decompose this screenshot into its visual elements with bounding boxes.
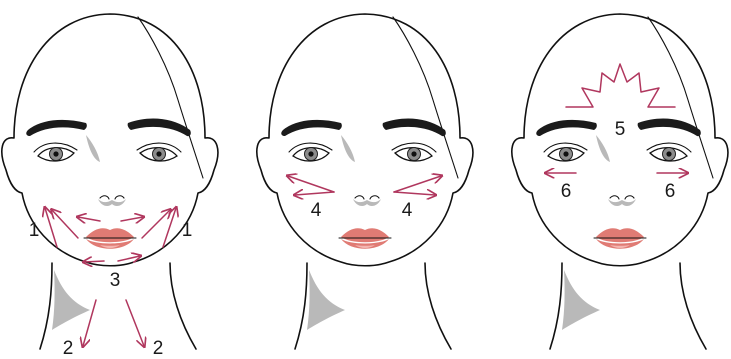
step-label-6-right: 6	[665, 181, 676, 202]
panel-forehead-eyes: 5 6 6	[512, 14, 728, 349]
step-label-1-left: 1	[29, 220, 40, 241]
step-label-4-left: 4	[311, 200, 322, 221]
forehead-fan-arrows	[566, 64, 675, 107]
step-label-3: 3	[110, 270, 121, 291]
face-illustration-2	[257, 14, 473, 349]
step-label-6-left: 6	[561, 181, 572, 202]
panel-jaw-neck: 1 1 2 2 3	[2, 14, 218, 359]
arrow-right-jaw	[163, 208, 176, 247]
face-illustration-1	[2, 14, 218, 349]
step-label-1-right: 1	[182, 220, 193, 241]
arrow-left-cheek-lower	[295, 192, 334, 195]
arrow-left-cheek-up	[52, 210, 78, 238]
arrows-cheeks	[288, 176, 441, 195]
arrow-left-cheek-upper	[288, 176, 334, 192]
arrow-right-cheek-lower	[394, 192, 435, 195]
arrow-upper-lip-right	[121, 217, 143, 221]
arrow-chin-right	[118, 256, 140, 261]
step-label-5: 5	[615, 119, 626, 140]
arrow-right-cheek-upper	[394, 176, 441, 192]
arrow-neck-left	[83, 300, 96, 346]
step-label-2-left: 2	[63, 338, 74, 359]
arrow-neck-right	[126, 300, 144, 346]
arrow-upper-lip-left	[78, 217, 100, 221]
arrow-right-cheek-up	[142, 210, 170, 238]
panel-cheeks: 4 4	[257, 14, 473, 349]
step-label-4-right: 4	[402, 200, 413, 221]
arrow-chin-left	[84, 261, 104, 262]
step-label-2-right: 2	[153, 338, 164, 359]
